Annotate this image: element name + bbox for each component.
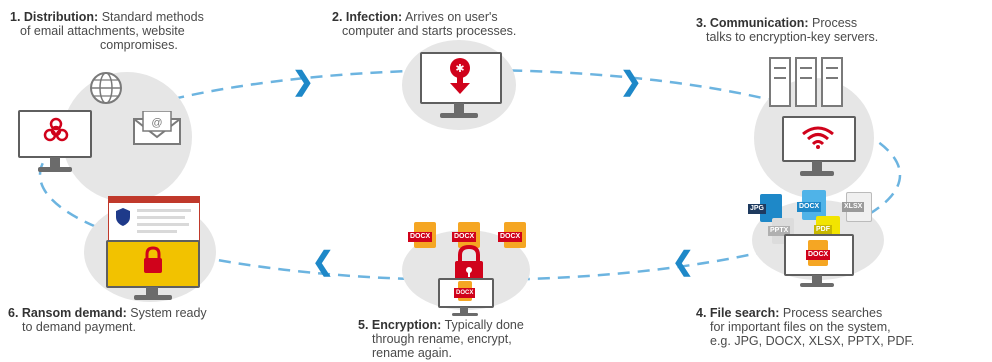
wifi-icon bbox=[802, 126, 834, 149]
step-4-line2: for important files on the system, bbox=[710, 320, 891, 334]
step-3-line1: Process bbox=[812, 16, 858, 30]
infection-icon: ✱ bbox=[450, 58, 470, 94]
server-icon bbox=[769, 57, 843, 107]
chevron-left-icon: ❮ bbox=[672, 246, 694, 276]
step-5-line3: rename again. bbox=[372, 346, 452, 360]
step-2-text: 2. Infection: Arrives on user's computer… bbox=[332, 10, 516, 38]
step-5-line1: Typically done bbox=[444, 318, 524, 332]
ransom-window bbox=[108, 196, 200, 242]
file-label-enc2: DOCX bbox=[452, 232, 477, 242]
globe-icon bbox=[90, 72, 122, 104]
step-3-text: 3. Communication: Process talks to encry… bbox=[696, 16, 878, 44]
lock-icon bbox=[144, 246, 162, 273]
step-4-line1: Process searches bbox=[782, 306, 883, 320]
lock-icon bbox=[455, 244, 483, 282]
step-6-title: 6. Ransom demand: bbox=[8, 306, 127, 320]
file-label-enc3: DOCX bbox=[498, 232, 523, 242]
step-5-line2: through rename, encrypt, bbox=[372, 332, 512, 346]
wifi-monitor bbox=[782, 116, 862, 182]
step-1-line1: Standard methods bbox=[101, 10, 204, 24]
step-1-title: 1. Distribution: bbox=[10, 10, 99, 24]
step-3-title: 3. Communication: bbox=[696, 16, 809, 30]
file-label-docx: DOCX bbox=[797, 202, 822, 212]
step-4-text: 4. File search: Process searches for imp… bbox=[696, 306, 914, 348]
file-label-enc4: DOCX bbox=[454, 288, 476, 298]
step-2-line1: Arrives on user's bbox=[404, 10, 498, 24]
svg-text:@: @ bbox=[151, 117, 162, 129]
infection-monitor: ✱ bbox=[416, 52, 506, 124]
search-monitor: DOCX bbox=[784, 234, 862, 290]
file-label-pdf: PDF bbox=[814, 225, 832, 235]
step-4-line3: e.g. JPG, DOCX, XLSX, PPTX, PDF. bbox=[710, 334, 915, 348]
step-6-text: 6. Ransom demand: System ready to demand… bbox=[8, 306, 207, 334]
step-5-title: 5. Encryption: bbox=[358, 318, 442, 332]
step-1-line2: of email attachments, website bbox=[20, 24, 185, 38]
file-label-search: DOCX bbox=[806, 250, 831, 260]
infected-monitor bbox=[18, 110, 104, 176]
svg-text:✱: ✱ bbox=[455, 63, 464, 75]
chevron-left-icon: ❮ bbox=[312, 246, 334, 276]
file-label-pptx: PPTX bbox=[768, 226, 791, 236]
shield-icon bbox=[116, 208, 130, 226]
file-label-xlsx: XLSX bbox=[842, 202, 865, 212]
file-label-enc1: DOCX bbox=[408, 232, 433, 242]
step-2-line2: computer and starts processes. bbox=[342, 24, 517, 38]
encryption-monitor: DOCX bbox=[438, 278, 498, 318]
step-6-line1: System ready bbox=[130, 306, 207, 320]
biohazard-icon bbox=[43, 117, 69, 142]
step-1-line3: compromises. bbox=[100, 38, 178, 52]
chevron-right-icon: ❯ bbox=[620, 66, 642, 96]
step-1-text: 1. Distribution: Standard methods of ema… bbox=[10, 10, 204, 52]
ransom-monitor bbox=[106, 240, 200, 302]
chevron-right-icon: ❯ bbox=[292, 66, 314, 96]
step-2-title: 2. Infection: bbox=[332, 10, 403, 24]
document-icon bbox=[760, 194, 782, 222]
step-4-title: 4. File search: bbox=[696, 306, 780, 320]
step-5-text: 5. Encryption: Typically done through re… bbox=[358, 318, 524, 360]
file-label-jpg: JPG bbox=[748, 204, 767, 214]
step-3-line2: talks to encryption-key servers. bbox=[706, 30, 879, 44]
email-icon: @ bbox=[133, 111, 181, 145]
step-6-line2: to demand payment. bbox=[22, 320, 136, 334]
